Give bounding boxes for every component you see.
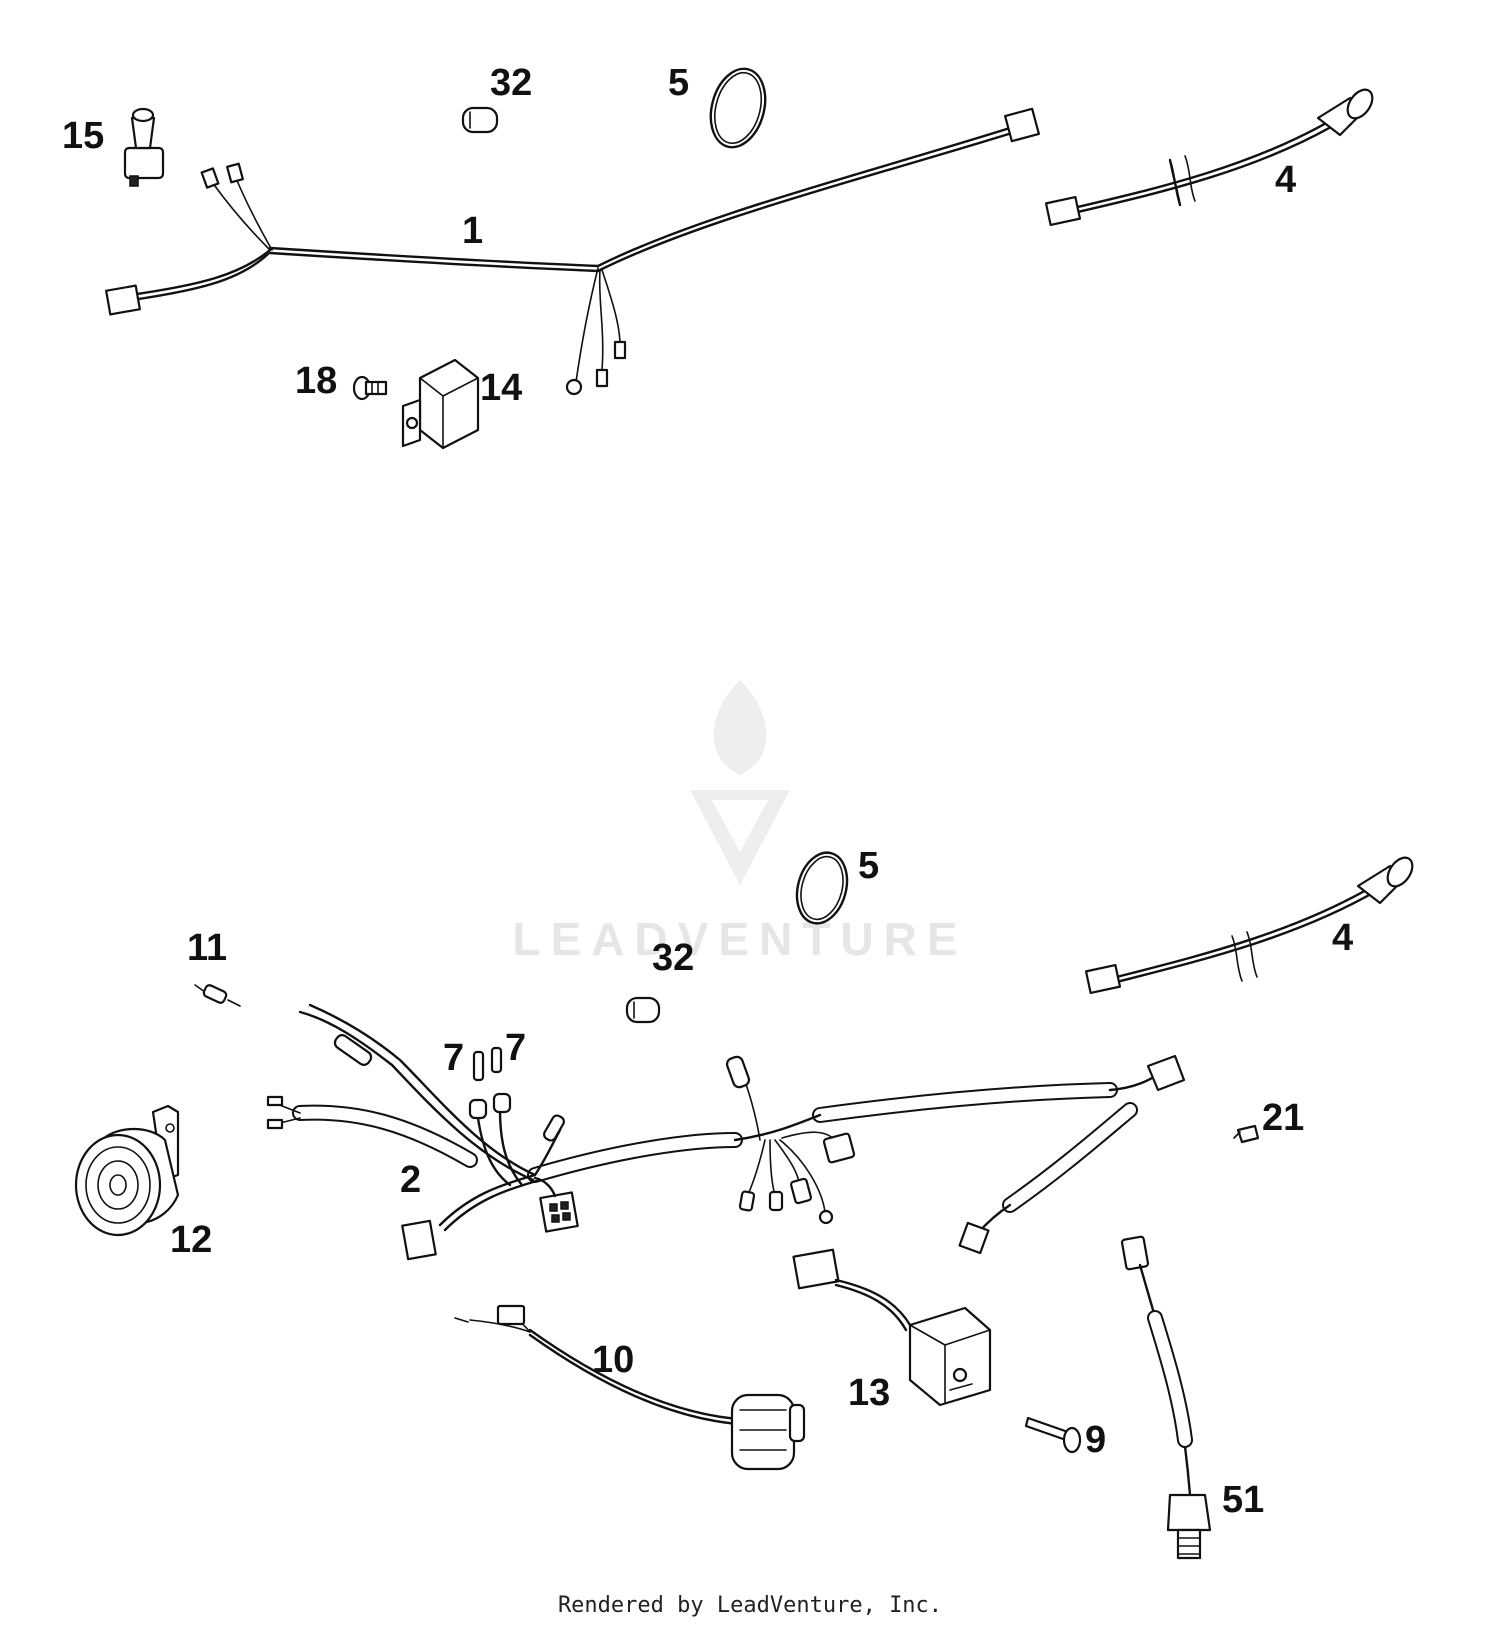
wiring-harness-1 (105, 107, 1040, 396)
switch-part-15 (123, 107, 165, 187)
extension-lead-part-4-bottom (1084, 856, 1414, 994)
callout-32-bottom: 32 (652, 937, 694, 979)
callout-2: 2 (400, 1159, 421, 1201)
clip-part-21 (1233, 1124, 1260, 1144)
callout-7-right: 7 (505, 1027, 526, 1069)
callout-21: 21 (1262, 1097, 1304, 1139)
callout-10: 10 (592, 1339, 634, 1381)
screw-part-18 (352, 375, 388, 401)
watermark-text: LEADVENTURE (512, 913, 967, 965)
callout-4-bottom: 4 (1332, 917, 1353, 959)
bulb-part-11 (194, 984, 241, 1007)
sensor-part-51 (1120, 1235, 1212, 1560)
handlebar-switch-part-10 (454, 1304, 806, 1471)
terminal-part-7-left (472, 1050, 485, 1082)
callout-12: 12 (170, 1219, 212, 1261)
terminal-part-7-right (490, 1046, 503, 1074)
leadventure-watermark-logo: LEADVENTURE (512, 680, 967, 965)
callout-1: 1 (462, 210, 483, 252)
clip-part-32-top (461, 106, 499, 134)
callout-7-left: 7 (443, 1037, 464, 1079)
cable-tie-part-5-top (709, 67, 767, 149)
callout-15: 15 (62, 115, 104, 157)
callout-32-top: 32 (490, 62, 532, 104)
callout-51: 51 (1222, 1479, 1264, 1521)
bolt-part-9 (1024, 1416, 1082, 1454)
callout-5-top: 5 (668, 62, 689, 104)
callout-14: 14 (480, 367, 522, 409)
horn-part-12 (74, 1104, 180, 1237)
callout-4-top: 4 (1275, 159, 1296, 201)
callout-5-bottom: 5 (858, 845, 879, 887)
clip-part-32-bottom (625, 996, 661, 1024)
callout-13: 13 (848, 1372, 890, 1414)
callout-11: 11 (187, 927, 227, 969)
footer-credit: Rendered by LeadVenture, Inc. (557, 1593, 943, 1618)
relay-part-14 (401, 358, 480, 450)
callout-9: 9 (1085, 1419, 1106, 1461)
regulator-part-13 (792, 1248, 992, 1407)
callout-18: 18 (295, 360, 337, 402)
extension-lead-part-4-top (1044, 88, 1374, 226)
cable-tie-part-5-bottom (795, 851, 849, 925)
wiring-harness-2 (266, 1003, 1186, 1261)
